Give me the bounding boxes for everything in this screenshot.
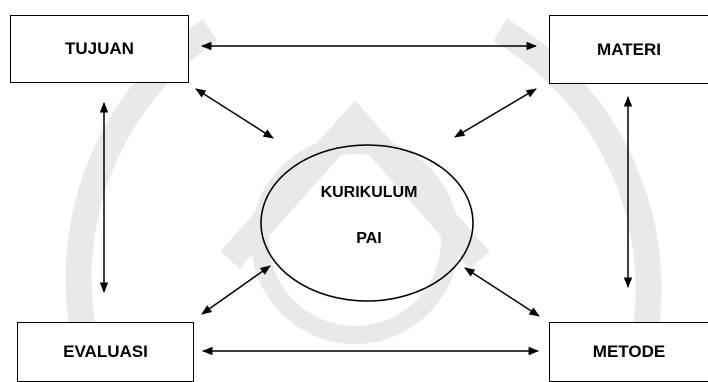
- center-label-line1: KURIKULUM: [320, 184, 418, 201]
- node-tujuan: TUJUAN: [10, 15, 189, 83]
- edge-materi-center: [454, 88, 537, 138]
- edge-evaluasi-center: [201, 265, 271, 315]
- center-label-line2: PAI: [356, 230, 382, 247]
- node-materi-label: MATERI: [597, 39, 661, 59]
- center-node-label: KURIKULUM PAI: [263, 170, 475, 262]
- node-evaluasi-label: EVALUASI: [63, 342, 148, 361]
- node-materi: MATERI: [549, 15, 708, 84]
- edge-tujuan-center: [195, 88, 274, 139]
- node-metode: METODE: [549, 322, 708, 382]
- node-evaluasi: EVALUASI: [17, 322, 194, 382]
- node-tujuan-label: TUJUAN: [65, 39, 134, 58]
- center-circle: [260, 144, 474, 302]
- node-metode-label: METODE: [592, 342, 666, 361]
- edge-metode-center: [464, 267, 540, 317]
